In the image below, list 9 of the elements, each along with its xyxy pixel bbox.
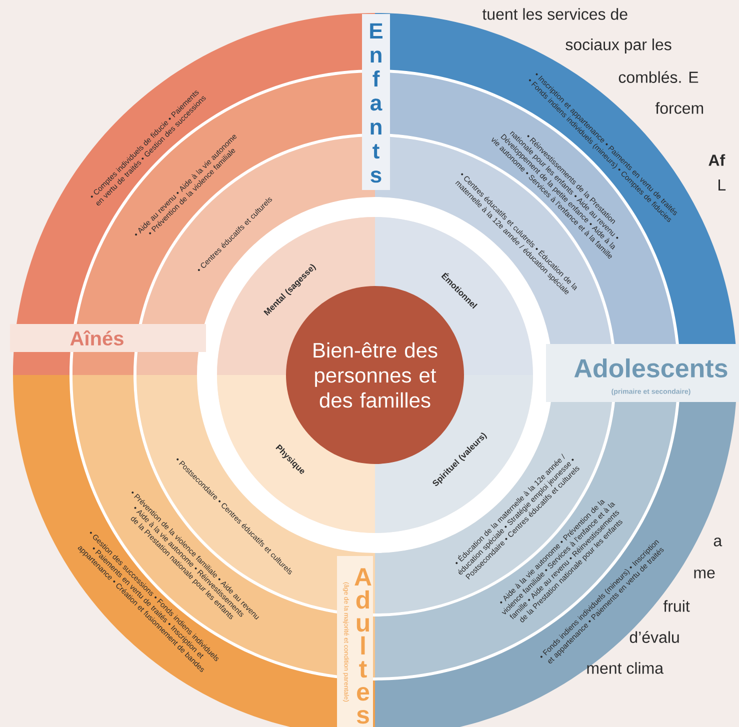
background-text: me xyxy=(694,570,715,578)
quadrant-title: Aînés xyxy=(10,324,206,352)
quadrant-title: Enfants xyxy=(362,14,390,190)
background-text: Af xyxy=(708,154,726,166)
background-text: ment clima xyxy=(587,662,664,674)
background-text: sociaux par les xyxy=(566,38,672,54)
background-text: d’évalu xyxy=(630,631,679,643)
background-text: L xyxy=(718,179,726,190)
background-text: a xyxy=(714,538,722,546)
